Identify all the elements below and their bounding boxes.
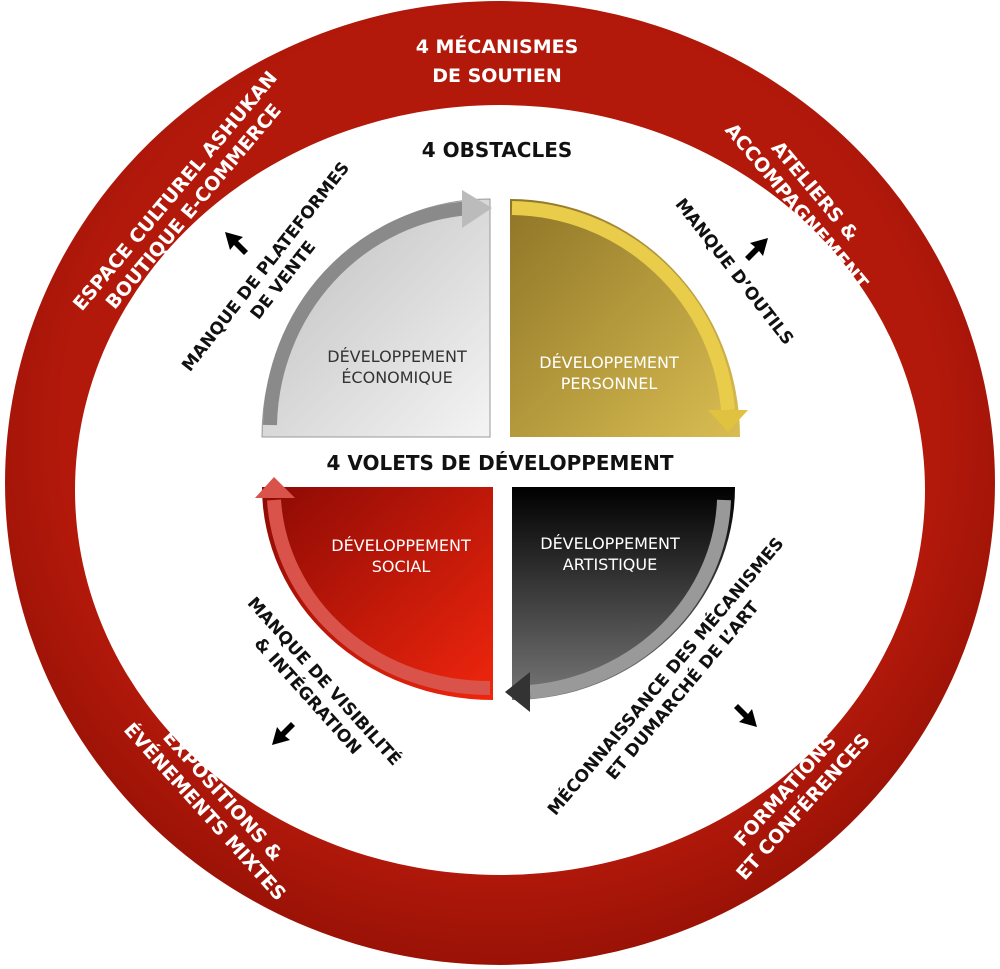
pointer-arrow-icon (225, 232, 248, 255)
quadrant-artistique (512, 487, 735, 700)
arrow-social-icon (267, 499, 491, 696)
arrow-economique-icon (263, 201, 471, 426)
quadrant-social (262, 487, 493, 700)
pointer-arrow-icon (272, 722, 295, 745)
arrow-head-personnel-icon (708, 410, 748, 432)
arrow-personnel-icon (511, 201, 735, 411)
arrow-head-economique-icon (462, 190, 492, 228)
volets-heading: 4 VOLETS DE DÉVELOPPEMENT (326, 451, 673, 475)
obstacles-heading: 4 OBSTACLES (422, 138, 573, 162)
pointer-arrow-icon (734, 704, 757, 727)
arrow-head-artistique-icon (505, 672, 530, 712)
pointer-arrow-icon (745, 238, 768, 261)
quadrant-personnel (510, 199, 740, 437)
arrow-artistique-icon (529, 499, 731, 699)
arrow-head-social-icon (255, 477, 295, 498)
